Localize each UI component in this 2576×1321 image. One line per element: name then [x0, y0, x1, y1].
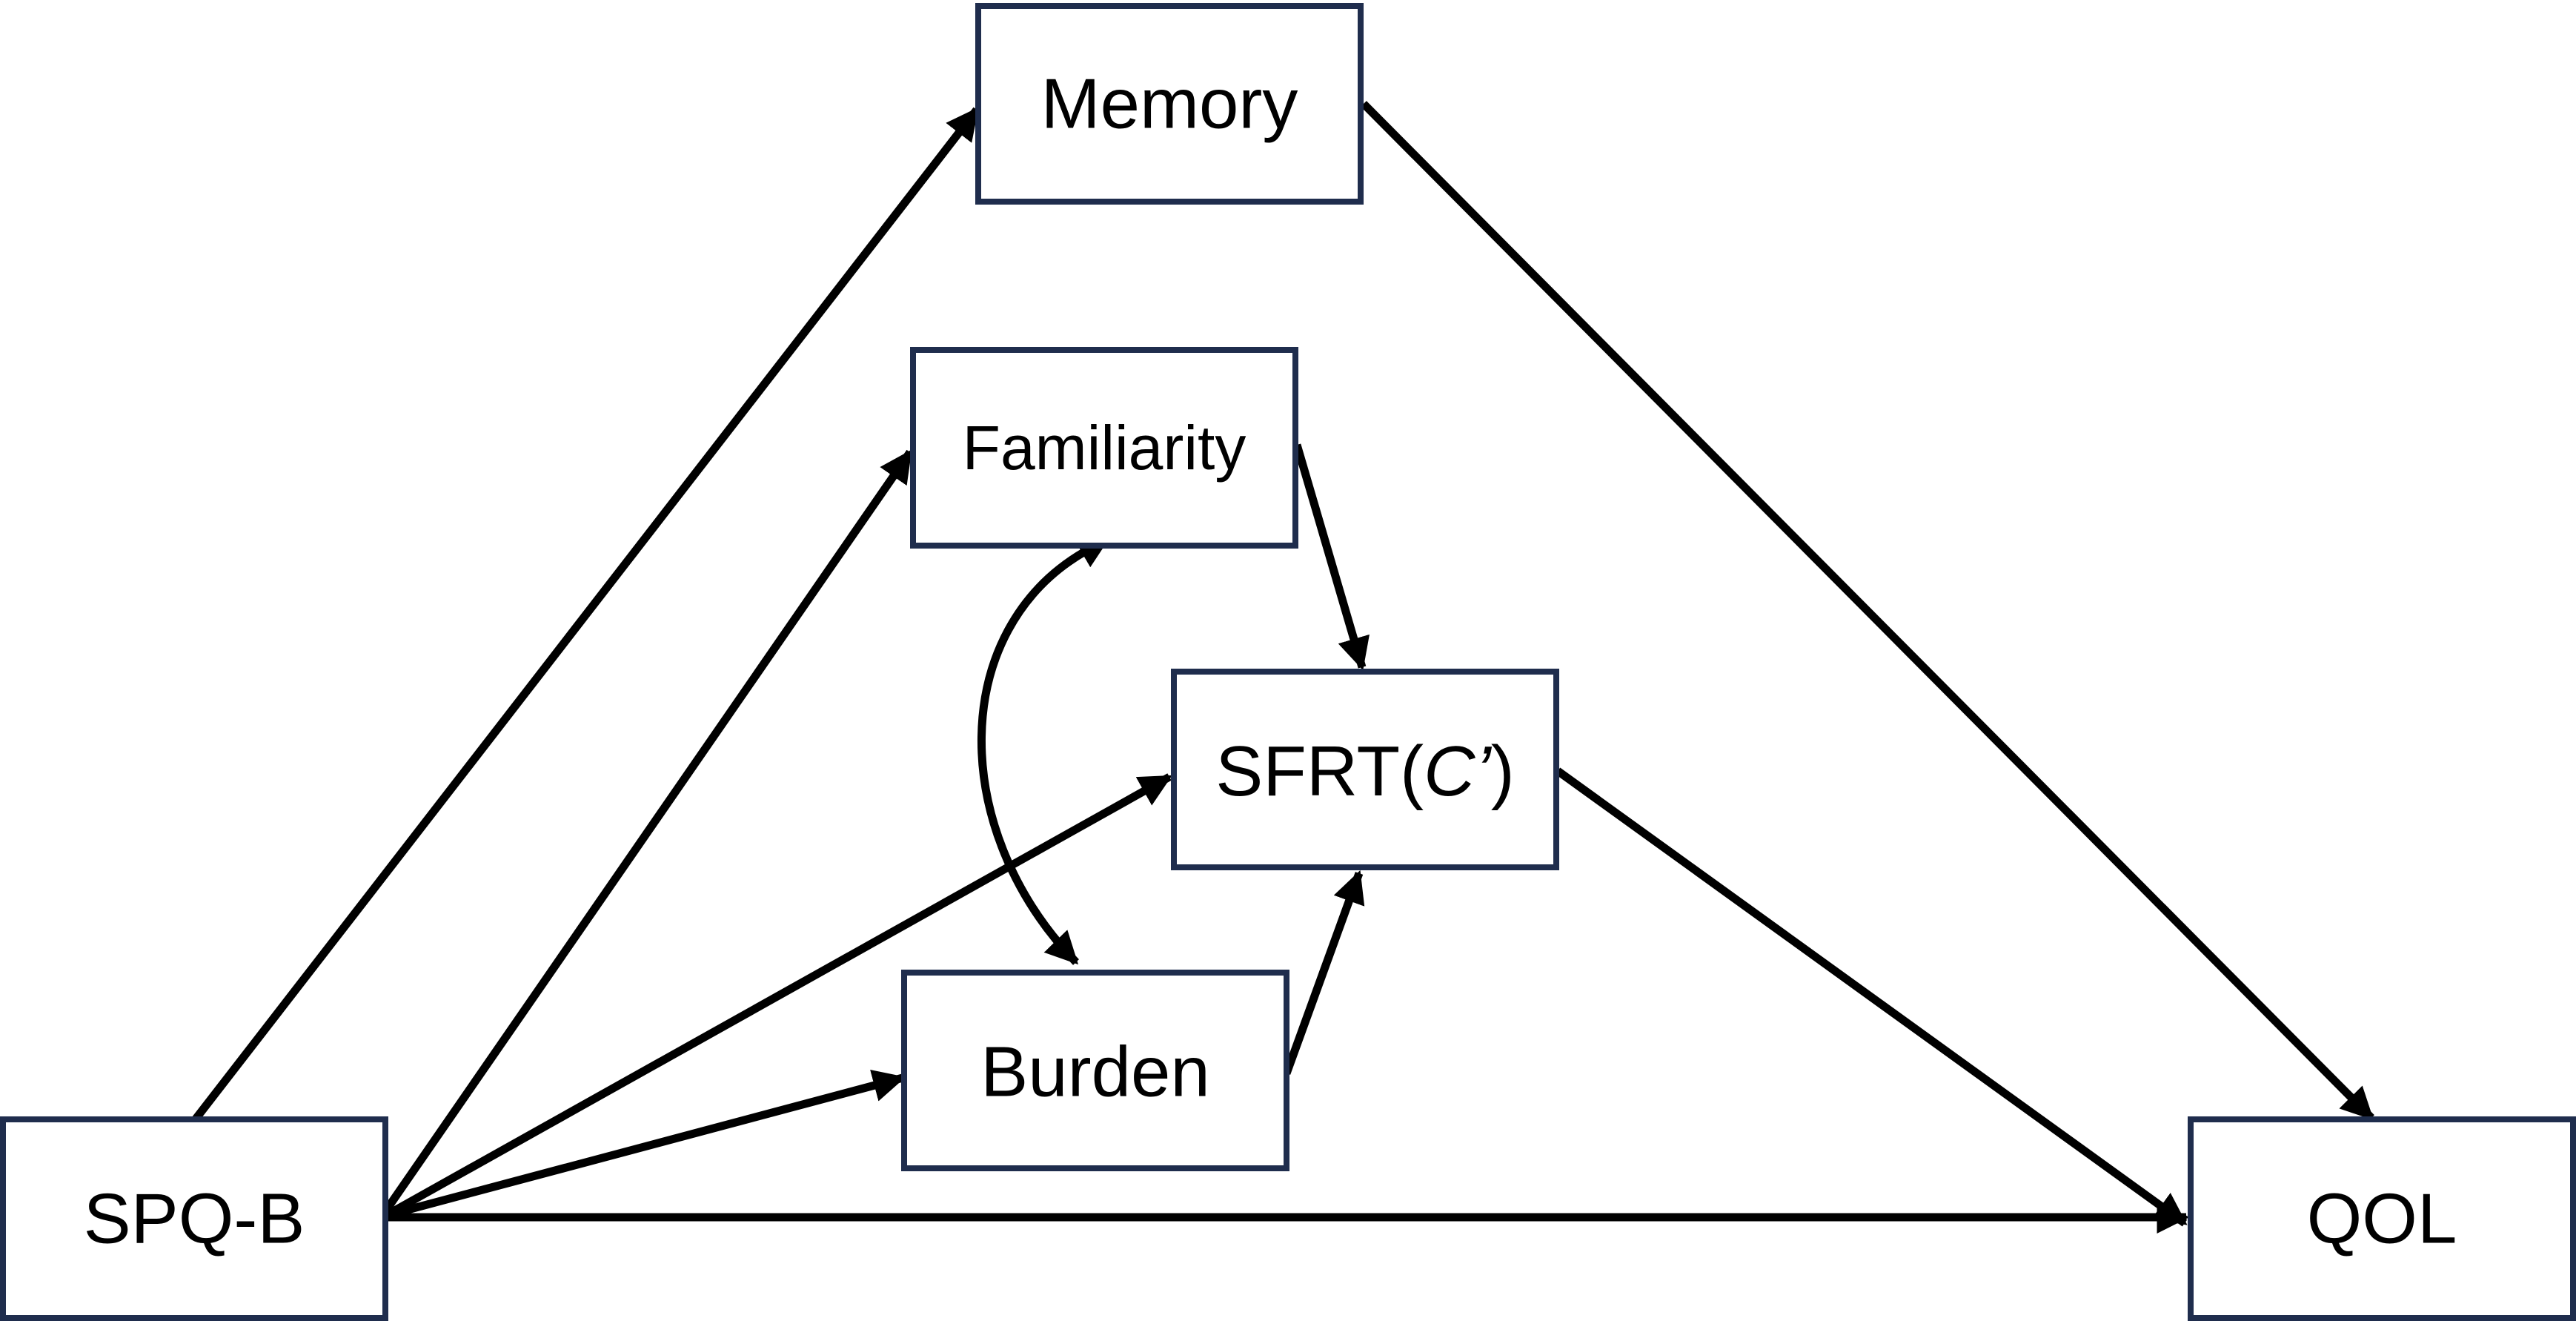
node-memory-box: [975, 3, 1364, 205]
edge-spqb-burden: [384, 1069, 906, 1220]
node-memory: Memory: [975, 3, 1364, 205]
edge-burden-sfrt: [1282, 870, 1365, 1075]
node-spqb-box: [0, 1116, 388, 1321]
edge-familiarity-sfrt: [1292, 443, 1370, 671]
edge-spqb-familiarity: [379, 449, 914, 1219]
edge-sfrt-qol: [1555, 767, 2188, 1227]
node-sfrt-label-suffix: ): [1491, 732, 1515, 811]
edge-familiarity-burden-covariance: [977, 537, 1111, 965]
node-burden: Burden: [901, 970, 1289, 1171]
node-sfrt: SFRT(C’): [1171, 669, 1559, 870]
node-burden-box: [901, 970, 1289, 1171]
node-sfrt-label: SFRT(C’): [1215, 732, 1515, 811]
node-qol-box: [2188, 1116, 2576, 1321]
edge-memory-qol: [1361, 101, 2374, 1121]
edge-spqb-sfrt: [383, 773, 1172, 1219]
node-sfrt-box: [1171, 669, 1559, 870]
node-spqb-label: SPQ-B: [84, 1179, 305, 1259]
node-familiarity-label: Familiarity: [963, 413, 1246, 483]
node-qol-label: QOL: [2307, 1179, 2457, 1259]
node-familiarity-box: [910, 347, 1298, 549]
node-sfrt-label-italic: C’: [1424, 732, 1492, 811]
node-memory-label: Memory: [1041, 64, 1298, 144]
node-qol: QOL: [2188, 1116, 2576, 1321]
node-spqb: SPQ-B: [0, 1116, 388, 1321]
edge-spqb-memory: [190, 107, 980, 1124]
node-sfrt-label-prefix: SFRT(: [1215, 732, 1424, 811]
edges: [190, 101, 2374, 1234]
node-familiarity: Familiarity: [910, 347, 1298, 549]
node-burden-label: Burden: [980, 1033, 1210, 1112]
